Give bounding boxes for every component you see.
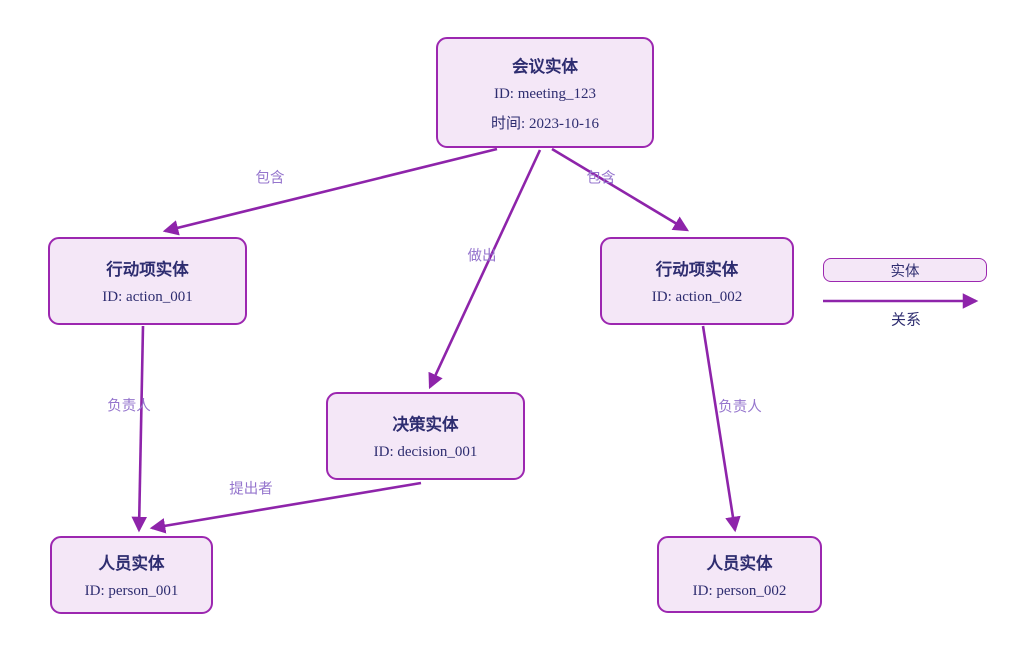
node-person-001: 人员实体 ID: person_001 [50, 536, 213, 614]
edge-label-makes: 做出 [467, 248, 497, 265]
node-decision-001: 决策实体 ID: decision_001 [326, 392, 525, 480]
edge-contains-right [551, 147, 690, 232]
edge-label-owner-left: 负责人 [107, 398, 151, 415]
node-detail: ID: meeting_123 [493, 85, 597, 102]
node-detail: 时间: 2023-10-16 [491, 115, 599, 132]
edge-label-contains-left: 包含 [255, 170, 285, 187]
node-meeting: 会议实体 ID: meeting_123 时间: 2023-10-16 [436, 37, 654, 148]
node-action-001: 行动项实体 ID: action_001 [48, 237, 247, 325]
edge-label-contains-right: 包含 [586, 170, 616, 187]
edge-makes [428, 149, 542, 390]
node-title: 决策实体 [392, 415, 459, 434]
node-title: 会议实体 [512, 56, 578, 76]
legend-entity-label: 实体 [890, 263, 920, 280]
legend-entity-box: 实体 [823, 258, 987, 282]
node-action-002: 行动项实体 ID: action_002 [600, 237, 794, 325]
legend-relation-label: 关系 [890, 312, 922, 329]
node-detail: ID: action_002 [651, 289, 743, 305]
node-detail: ID: action_001 [102, 289, 193, 305]
edge-label-owner-right: 负责人 [718, 399, 762, 416]
edge-owner-right [701, 325, 741, 533]
node-detail: ID: decision_001 [373, 444, 478, 460]
node-title: 行动项实体 [106, 260, 189, 279]
edge-owner-left [131, 325, 148, 533]
edge-label-proposer: 提出者 [229, 481, 273, 498]
node-title: 行动项实体 [655, 260, 739, 279]
edge-proposer [149, 481, 422, 534]
node-detail: ID: person_002 [692, 582, 787, 599]
edge-contains-left [162, 147, 498, 236]
node-person-002: 人员实体 ID: person_002 [657, 536, 822, 613]
node-title: 人员实体 [706, 553, 773, 573]
node-detail: ID: person_001 [84, 583, 179, 599]
node-title: 人员实体 [98, 554, 165, 573]
